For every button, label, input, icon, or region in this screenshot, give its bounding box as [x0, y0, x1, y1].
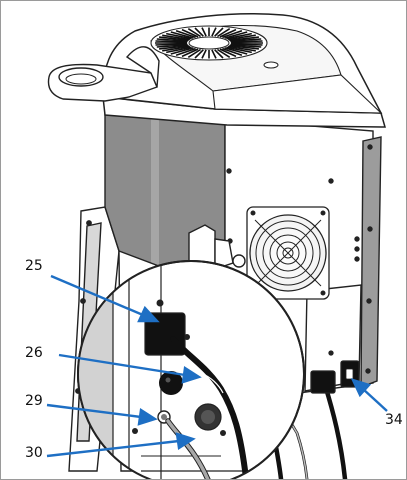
- vent-slot: [162, 45, 191, 52]
- vent-slot: [216, 28, 231, 38]
- vent-slot: [175, 47, 196, 57]
- vent-slot: [159, 44, 189, 50]
- vent-slot: [226, 46, 252, 54]
- vent-slot: [187, 28, 202, 38]
- lid-vent: [150, 25, 268, 61]
- magnifier-inset: [77, 260, 305, 479]
- vent-slot: [156, 44, 188, 48]
- vent-slot: [222, 29, 243, 39]
- vent-slot: [230, 43, 263, 46]
- vent-slot: [219, 28, 237, 38]
- vent-slot: [224, 47, 248, 55]
- vent-slot: [162, 34, 191, 41]
- vent-slot: [216, 48, 231, 58]
- vent-slot: [170, 47, 194, 55]
- vent-slot: [229, 44, 259, 50]
- vent-slot: [170, 31, 194, 39]
- callout-34: 34: [385, 412, 403, 428]
- vent-slot: [214, 27, 224, 37]
- callout-29: 29: [25, 393, 43, 409]
- vent-slot: [155, 40, 188, 43]
- leader-30: [46, 432, 196, 458]
- leader-26: [58, 353, 202, 384]
- side-tray: [47, 46, 160, 102]
- vent-slot: [181, 48, 199, 58]
- vent-slot: [181, 28, 199, 38]
- vent-slot: [211, 49, 217, 59]
- leader-29: [46, 403, 158, 426]
- vent-slot: [194, 49, 204, 59]
- callout-25: 25: [25, 258, 43, 274]
- fan-grille: [246, 206, 330, 300]
- vent-slot: [211, 27, 217, 37]
- vent-slot: [201, 49, 207, 59]
- vent-slot: [222, 47, 243, 57]
- vent-slot: [229, 36, 259, 42]
- vent-slot: [227, 45, 256, 52]
- vent-slot: [166, 32, 192, 40]
- vent-slot: [155, 43, 188, 46]
- leader-34: [350, 378, 388, 412]
- vent-slot: [226, 32, 252, 40]
- vent-slot: [230, 38, 262, 42]
- vent-slot: [166, 46, 192, 54]
- vent-slot: [175, 29, 196, 39]
- vent-slot: [224, 31, 248, 39]
- vent-slot: [214, 49, 224, 59]
- callout-30: 30: [25, 445, 43, 461]
- vent-slot: [227, 34, 256, 41]
- vent-slot: [194, 27, 204, 37]
- vent-slot: [187, 48, 202, 58]
- callout-26: 26: [25, 345, 43, 361]
- vent-slot: [156, 38, 188, 42]
- vent-slot: [201, 27, 207, 37]
- vent-slot: [159, 36, 189, 42]
- leader-25: [50, 274, 160, 323]
- vent-slot: [230, 44, 262, 48]
- callout-leaders: [46, 274, 388, 458]
- vent-slot: [230, 40, 263, 43]
- vent-slot: [219, 48, 237, 58]
